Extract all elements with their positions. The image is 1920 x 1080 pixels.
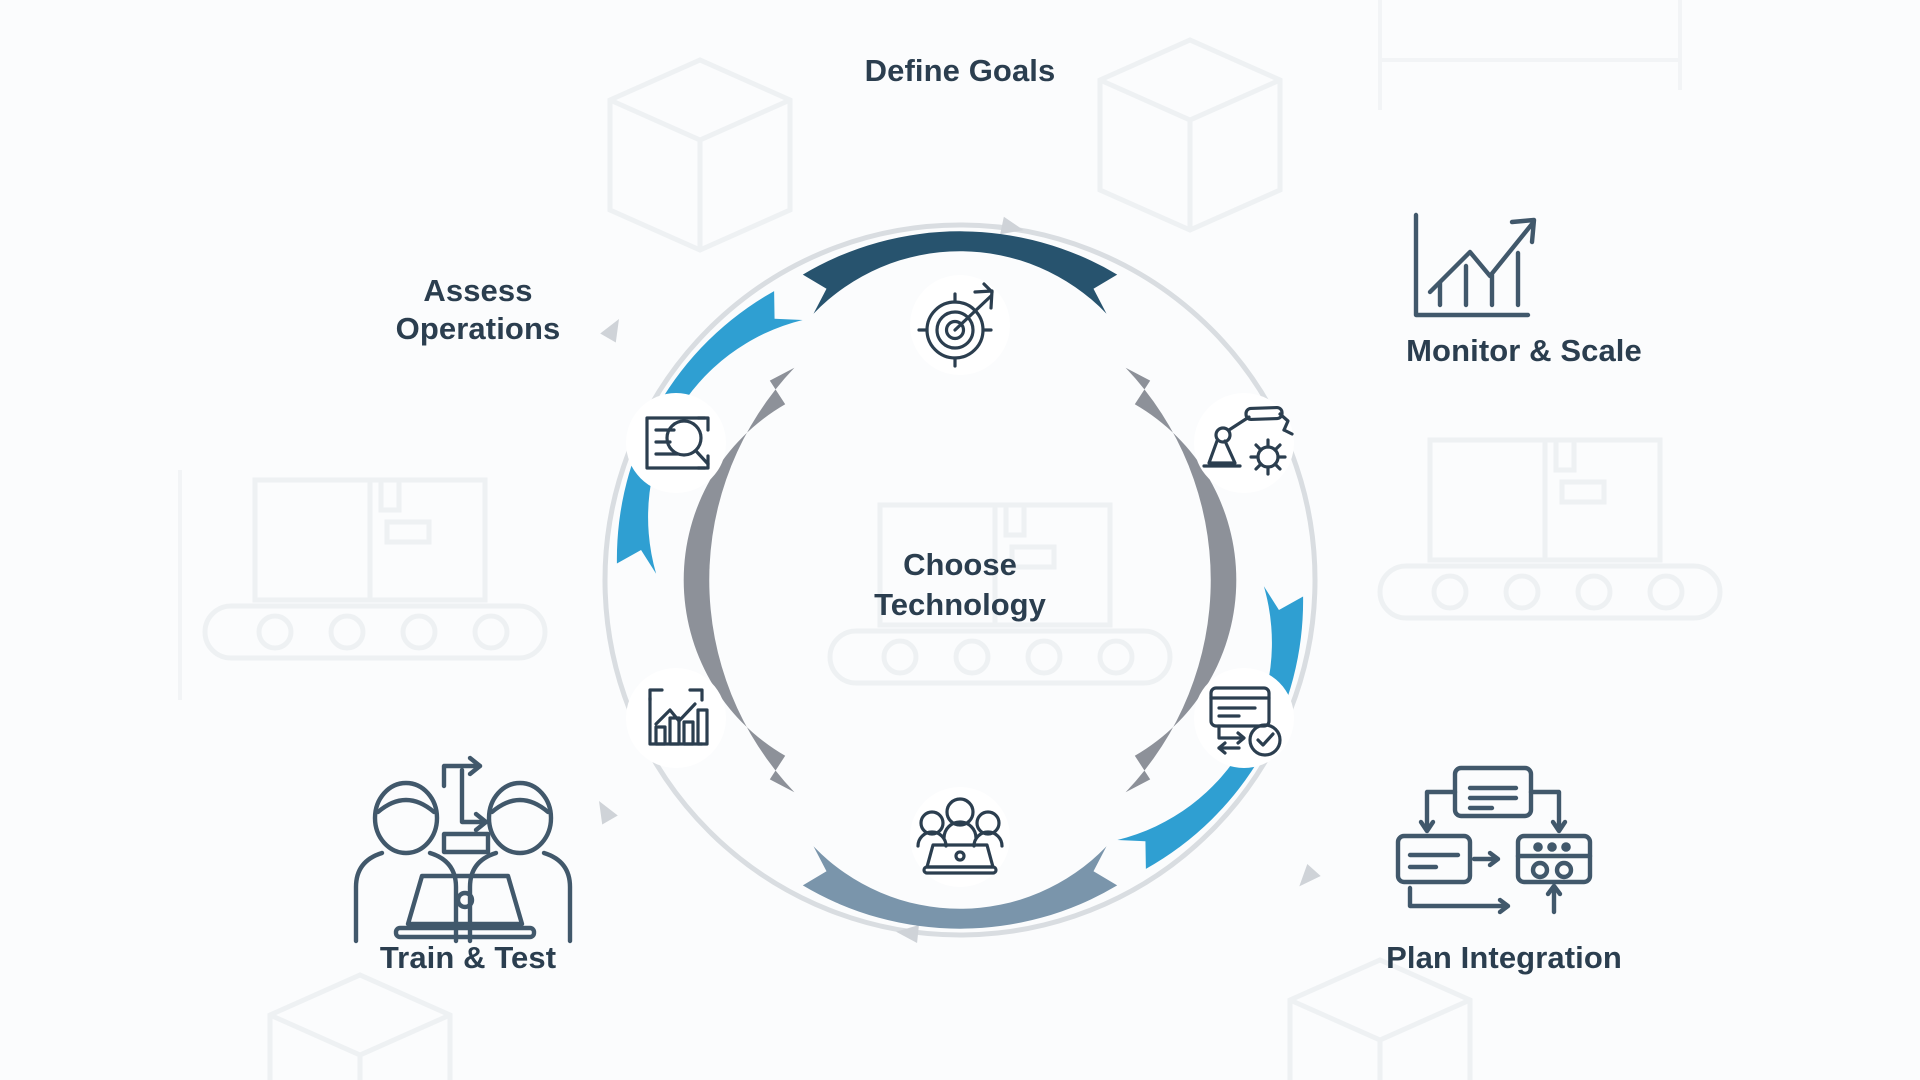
label-define-goals: Define Goals bbox=[864, 53, 1056, 88]
system-flow-icon bbox=[1395, 765, 1593, 915]
growth-chart-icon bbox=[1413, 212, 1537, 318]
target-arrow-icon bbox=[917, 282, 994, 368]
badge-plan-integration[interactable] bbox=[1194, 668, 1294, 768]
badge-assess-operations[interactable] bbox=[626, 393, 726, 493]
robot-arm-gear-icon bbox=[1202, 405, 1294, 476]
label-monitor-scale: Monitor & Scale bbox=[1406, 333, 1642, 368]
conveyor-watermark-right bbox=[1380, 440, 1720, 618]
badge-monitor-scale[interactable] bbox=[1194, 393, 1294, 493]
background-watermarks bbox=[178, 0, 1720, 1080]
team-laptop-icon bbox=[916, 797, 1004, 875]
segment-define-goals[interactable] bbox=[802, 231, 1118, 314]
box-watermark-top-left bbox=[610, 60, 790, 250]
badge-analytics[interactable] bbox=[626, 668, 726, 768]
outer-arrow-ring bbox=[599, 216, 1321, 943]
ring-arrowhead-top bbox=[1000, 216, 1024, 235]
people-workflow-icon bbox=[353, 755, 573, 944]
box-watermark-top-right bbox=[1100, 40, 1280, 230]
label-assess-operations: Assess Operations bbox=[395, 273, 561, 346]
box-watermark-bottom-left bbox=[270, 975, 450, 1080]
ring-arrowhead-bottom-right bbox=[1299, 863, 1321, 887]
segment-analytics[interactable] bbox=[683, 367, 795, 793]
outer-decorative-icons bbox=[353, 212, 1593, 944]
segment-icon-badges bbox=[626, 275, 1294, 887]
box-watermark-bottom-right bbox=[1290, 960, 1470, 1080]
label-train-test: Train & Test bbox=[379, 940, 557, 975]
ring-arrowhead-top-left bbox=[600, 318, 619, 343]
document-magnifier-icon bbox=[645, 416, 710, 470]
center-label: Choose Technology bbox=[874, 547, 1046, 622]
badge-train-test[interactable] bbox=[910, 787, 1010, 887]
label-plan-integration: Plan Integration bbox=[1386, 940, 1622, 975]
segment-train-test[interactable] bbox=[802, 846, 1118, 929]
grid-watermark bbox=[178, 0, 1682, 700]
ring-arrowhead-bottom bbox=[896, 925, 919, 943]
badge-define-goals[interactable] bbox=[910, 275, 1010, 375]
segment-monitor-scale[interactable] bbox=[1125, 367, 1237, 793]
conveyor-watermark-left bbox=[205, 480, 545, 658]
bar-chart-scan-icon bbox=[648, 688, 709, 746]
ring-arrowhead-bottom-left bbox=[599, 800, 618, 825]
integration-checklist-icon bbox=[1209, 686, 1282, 757]
